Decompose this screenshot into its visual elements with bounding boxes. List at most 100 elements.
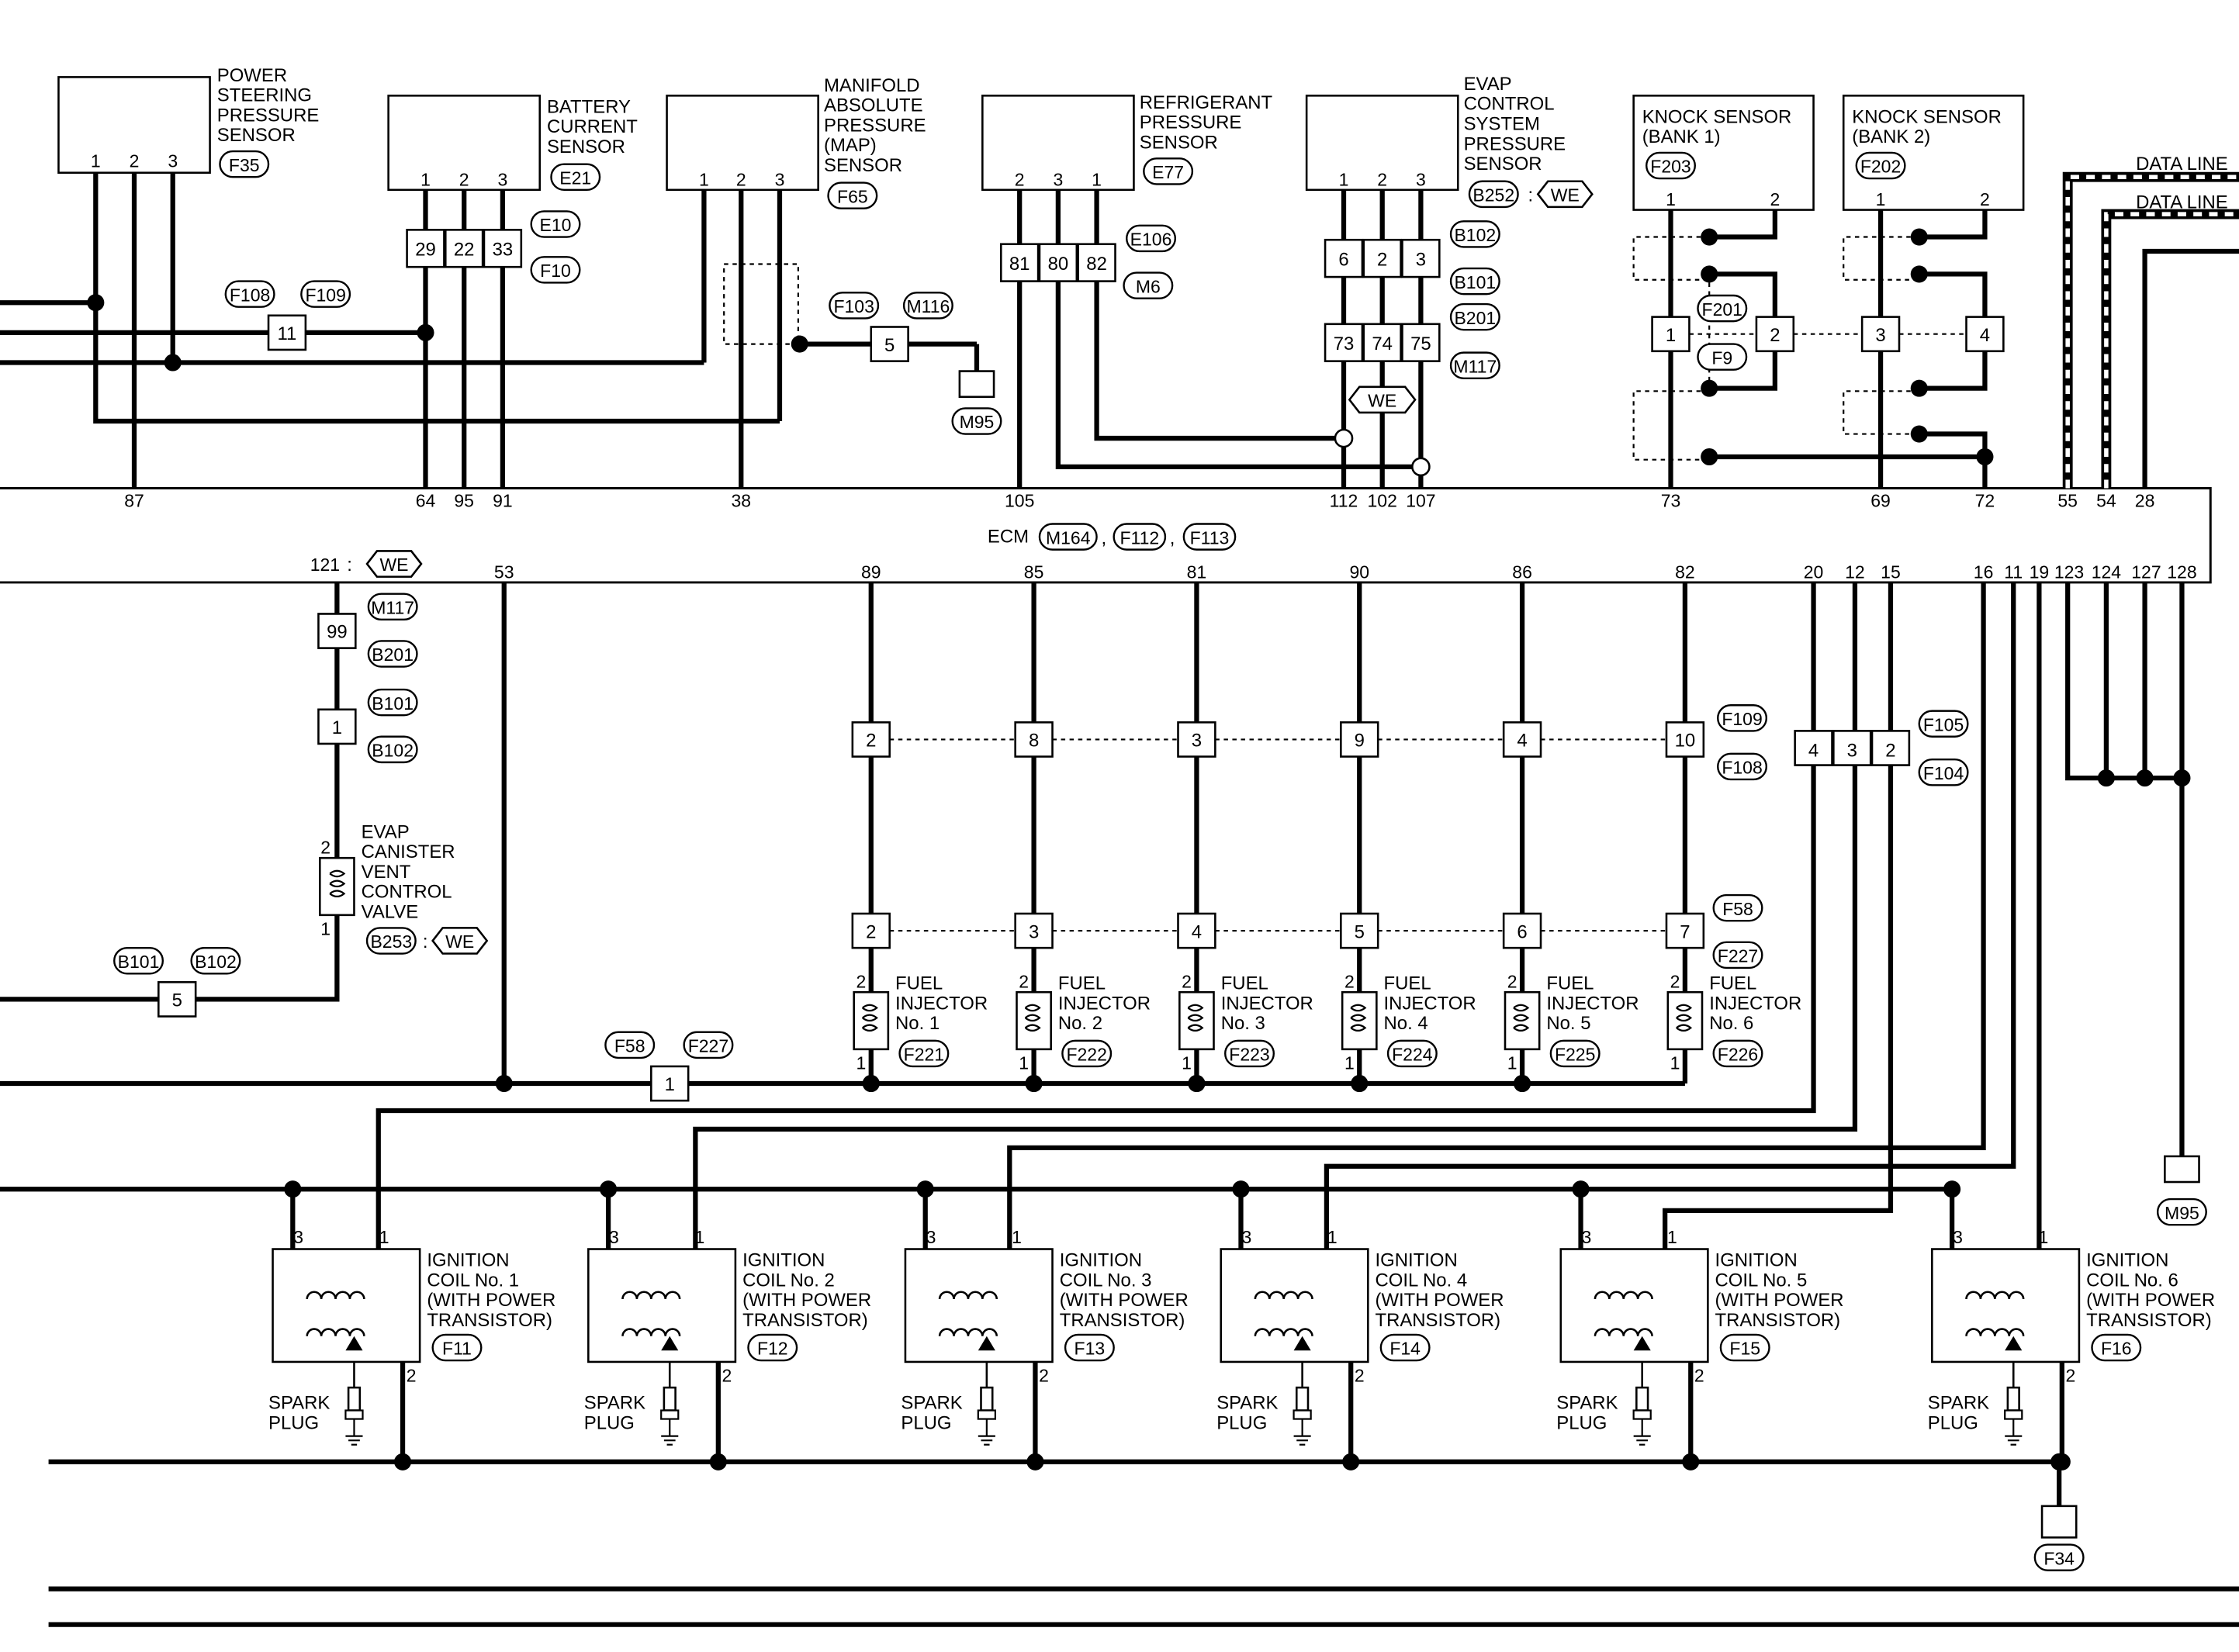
ignition-coil-conn-pill xyxy=(431,1333,483,1362)
data-line-1 xyxy=(2062,171,2239,489)
evap-sensor-body xyxy=(1305,95,1459,192)
evap-sensor-label: PRESSURE xyxy=(1464,133,1566,154)
evap-b-pin: 73 xyxy=(1334,334,1355,354)
splice-dot xyxy=(1351,1074,1369,1093)
ecm-top-pin: 73 xyxy=(1661,490,1681,510)
vent-conn: B253 xyxy=(370,931,412,952)
evap-pin: 3 xyxy=(1416,169,1426,189)
spark-plug-base xyxy=(1293,1409,1312,1420)
inj-f58-joint-box xyxy=(1502,912,1542,949)
m95-ground-pill xyxy=(951,407,1002,435)
we-label: WE xyxy=(1368,391,1396,411)
ignition-coil-conn: F12 xyxy=(757,1339,788,1359)
splice-dot xyxy=(1682,1453,1700,1471)
evap-b-box xyxy=(1362,323,1402,362)
evap-a-pin: 6 xyxy=(1338,249,1348,270)
b201-conn-pill xyxy=(1449,302,1500,331)
ignition-coil-label: TRANSISTOR) xyxy=(1715,1310,1841,1331)
splice-dot xyxy=(1342,1453,1360,1471)
f201-conn-pill xyxy=(1697,294,1748,323)
m95b-ground: M95 xyxy=(2165,1203,2199,1223)
inj-f58-joint-box xyxy=(1177,912,1216,949)
inj-f109-joint: 3 xyxy=(1192,731,1202,752)
m95b-ground-pill xyxy=(2156,1198,2207,1226)
ks2-label: KNOCK SENSOR xyxy=(1852,106,2002,127)
wire xyxy=(2142,248,2239,489)
ignition-coil-label: COIL No. 6 xyxy=(2086,1270,2178,1291)
ignition-coil-label: IGNITION xyxy=(742,1250,825,1271)
inj-f109-joint-box xyxy=(1177,721,1216,758)
inj-f109-joint: 4 xyxy=(1517,731,1527,752)
evap-a-box xyxy=(1401,238,1441,278)
spark-plug-label: SPARK xyxy=(901,1393,962,1414)
ecm-conn-f112: F112 xyxy=(1120,527,1159,548)
pin1-joint-box xyxy=(317,708,357,745)
injector-label: FUEL xyxy=(1058,973,1106,994)
ignition-coil-label: COIL No. 2 xyxy=(742,1270,835,1291)
e10-box xyxy=(444,229,484,268)
vent-pin1: 1 xyxy=(320,919,330,939)
ks1-label: KNOCK SENSOR xyxy=(1642,106,1792,127)
data-line-2-dash xyxy=(2104,212,2239,489)
coil-pin1: 1 xyxy=(1327,1227,1338,1247)
bc-sensor-body xyxy=(387,95,542,192)
splice-dot xyxy=(284,1180,302,1198)
ecm-conn-f113-pill xyxy=(1182,523,1237,551)
ecm-conn-m164-pill xyxy=(1038,523,1098,551)
ecm-top-pin: 38 xyxy=(731,490,751,510)
rp-sensor-label: REFRIGERANT xyxy=(1140,92,1273,113)
injector-conn-pill xyxy=(1549,1039,1601,1068)
bc-conn-pill xyxy=(550,163,601,191)
map-sensor-label: MANIFOLD xyxy=(824,75,920,96)
inj-pin2: 2 xyxy=(1344,972,1355,992)
e106-pin: 82 xyxy=(1086,254,1107,275)
wire xyxy=(375,582,1816,1249)
inj-f58-joint-box xyxy=(1340,912,1379,949)
ignition-coil-body xyxy=(587,1248,737,1363)
ecm-top-pin: 91 xyxy=(493,490,513,510)
vent-b102b-pill xyxy=(190,946,241,975)
ignition-coil-label: COIL No. 1 xyxy=(427,1270,519,1291)
f34-ground-box xyxy=(2040,1505,2078,1539)
shield xyxy=(1632,390,1710,461)
evap-conn: B252 xyxy=(1472,185,1514,206)
f109-conn: F109 xyxy=(305,285,345,305)
ecm-comma: , xyxy=(1170,527,1175,548)
inj-f109-joint-box xyxy=(851,721,891,758)
f108-conn: F108 xyxy=(230,285,270,305)
injector-label: INJECTOR xyxy=(1384,993,1476,1014)
ecm-label: ECM xyxy=(988,526,1029,547)
wire xyxy=(1007,582,1986,1249)
map-sensor-body xyxy=(666,95,819,192)
injector-conn: F221 xyxy=(904,1045,944,1065)
evap-sensor-label: EVAP xyxy=(1464,74,1512,95)
vent-b101b: B101 xyxy=(118,952,160,972)
evap-sensor-label: CONTROL xyxy=(1464,94,1555,115)
m6-conn-pill xyxy=(1123,271,1174,299)
f103-conn-pill xyxy=(829,292,880,320)
ks1-conn-pill xyxy=(1646,151,1696,180)
wire xyxy=(1919,431,1988,457)
wire xyxy=(693,582,1858,1249)
injector-conn-pill xyxy=(898,1039,950,1068)
ignition-coil-label: TRANSISTOR) xyxy=(427,1310,552,1331)
wire xyxy=(1709,454,1988,489)
spark-plug-body xyxy=(347,1386,362,1412)
bc-pin: 2 xyxy=(459,169,469,189)
ignition-coil-conn-pill xyxy=(1064,1333,1115,1362)
evap-pin: 2 xyxy=(1377,169,1387,189)
diode xyxy=(978,1336,995,1351)
data-line-label: DATA LINE xyxy=(2136,192,2228,213)
pin1-joint: 1 xyxy=(332,717,342,738)
ignition-coil-label: (WITH POWER xyxy=(1060,1290,1189,1311)
ks2-conn-pill xyxy=(1855,151,1906,180)
injector-conn: F222 xyxy=(1066,1045,1106,1065)
inj-f227: F227 xyxy=(688,1036,728,1056)
inj-pin2: 2 xyxy=(1019,972,1029,992)
injector-conn-pill xyxy=(1061,1039,1113,1068)
coil-pin1: 1 xyxy=(694,1227,704,1247)
injector-label: INJECTOR xyxy=(895,993,988,1014)
e106-conn-pill xyxy=(1126,224,1177,253)
vent-label: EVAP xyxy=(362,821,410,842)
spark-plug-base xyxy=(2004,1409,2023,1420)
